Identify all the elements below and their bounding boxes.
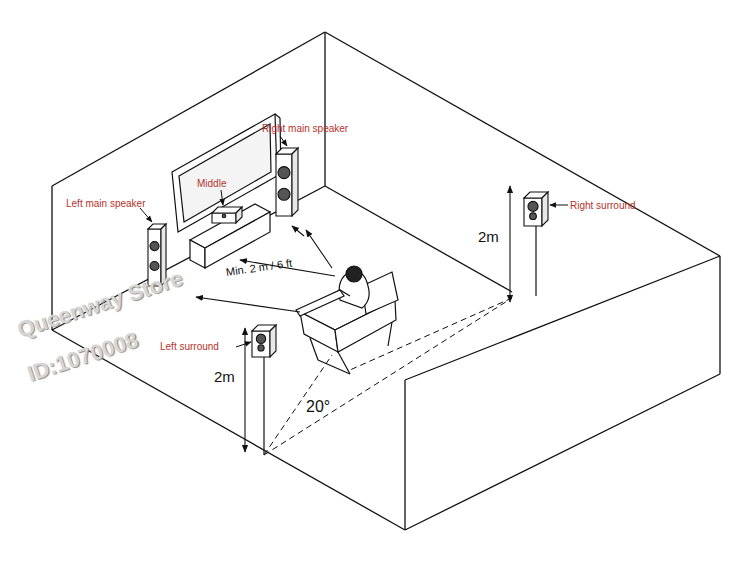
speaker-label: Right main speaker (262, 123, 348, 134)
speaker-cabinet (276, 148, 298, 216)
sofa-and-listener (296, 266, 398, 374)
speaker-label: Left main speaker (66, 198, 146, 209)
speaker-label: Right surround (570, 200, 636, 211)
height-dimension: 2m (478, 228, 499, 245)
speaker: Right main speaker (276, 148, 298, 216)
angle-guides (264, 298, 512, 455)
height-dimension: 2m (214, 368, 235, 385)
speaker-label: Left surround (160, 341, 219, 352)
speaker: Middle (212, 207, 242, 223)
angle-label: 20° (306, 398, 330, 416)
speaker-cabinet (252, 325, 276, 357)
leader-arrows (140, 136, 568, 347)
watermark: Queenway Store (14, 265, 186, 343)
speaker-label: Middle (197, 178, 226, 189)
tv-set (172, 114, 281, 268)
speaker: Right surround (524, 192, 548, 226)
speaker-cabinet (212, 207, 242, 223)
distance-label: Min. 2 m / 6 ft (225, 257, 293, 278)
speaker-stands (264, 226, 536, 455)
speaker: Left surround (252, 325, 276, 357)
speaker-cabinet (524, 192, 548, 226)
dimension-arrows (196, 186, 510, 452)
